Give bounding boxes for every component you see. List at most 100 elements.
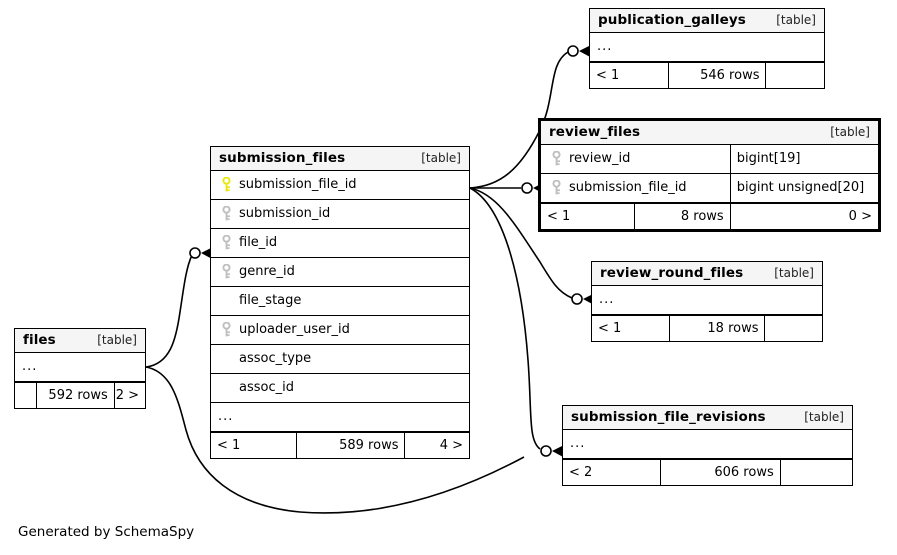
table-footer: < 1 8 rows 0 > bbox=[541, 203, 878, 229]
footer-children bbox=[764, 316, 822, 341]
column-assoc-id: assoc_id bbox=[211, 374, 469, 402]
footer-rowcount: 18 rows bbox=[669, 316, 764, 341]
table-row: genre_id bbox=[211, 258, 469, 287]
table-tag: [table] bbox=[97, 333, 137, 347]
table-row: submission_file_id bigint unsigned[20] bbox=[541, 174, 878, 203]
column-name: uploader_user_id bbox=[239, 322, 350, 337]
column-uploader-user-id: uploader_user_id bbox=[211, 316, 469, 344]
table-header: publication_galleys [table] bbox=[590, 9, 824, 33]
table-row: submission_id bbox=[211, 200, 469, 229]
footer-children bbox=[779, 460, 852, 485]
table-row: ... bbox=[590, 33, 824, 62]
column-name: file_stage bbox=[239, 293, 302, 308]
column-submission-file-id: submission_file_id bbox=[211, 171, 469, 199]
table-header: submission_files [table] bbox=[211, 147, 469, 171]
table-row: assoc_id bbox=[211, 374, 469, 403]
table-row: assoc_type bbox=[211, 345, 469, 374]
table-row: ... bbox=[563, 430, 852, 459]
table-title: publication_galleys bbox=[598, 12, 746, 28]
footer-children bbox=[765, 63, 824, 88]
footer-rowcount: 546 rows bbox=[668, 63, 765, 88]
column-file-stage: file_stage bbox=[211, 287, 469, 315]
table-row: file_stage bbox=[211, 287, 469, 316]
generated-by-caption: Generated by SchemaSpy bbox=[18, 524, 195, 540]
table-tag: [table] bbox=[804, 410, 844, 424]
table-submission-files[interactable]: submission_files [table] submission_file… bbox=[210, 146, 470, 459]
table-title: review_files bbox=[549, 124, 641, 140]
foreign-key-icon bbox=[218, 264, 235, 279]
foreign-key-icon bbox=[548, 180, 565, 195]
table-header: submission_file_revisions [table] bbox=[563, 406, 852, 430]
column-name: submission_id bbox=[239, 206, 331, 221]
edge-submission-files-submission-file-revisions-a bbox=[469, 187, 541, 450]
table-row: file_id bbox=[211, 229, 469, 258]
table-title: files bbox=[23, 332, 56, 348]
footer-parents bbox=[15, 383, 36, 408]
column-submission-id: submission_id bbox=[211, 200, 469, 228]
foreign-key-icon bbox=[218, 206, 235, 221]
footer-parents: < 1 bbox=[596, 67, 620, 83]
table-row: ... bbox=[592, 286, 822, 315]
column-genre-id: genre_id bbox=[211, 258, 469, 286]
table-header: review_round_files [table] bbox=[592, 262, 822, 286]
more-columns-ellipsis: ... bbox=[22, 359, 38, 374]
footer-children: 4 > bbox=[404, 433, 469, 458]
footer-parents: < 1 bbox=[217, 437, 241, 453]
table-title: submission_file_revisions bbox=[571, 409, 766, 425]
column-type: bigint[19] bbox=[729, 145, 878, 173]
table-tag: [table] bbox=[830, 125, 870, 139]
footer-parents: < 1 bbox=[547, 208, 571, 224]
edge-files-submission-files bbox=[145, 254, 193, 368]
table-row: ... bbox=[211, 403, 469, 432]
table-tag: [table] bbox=[774, 266, 814, 280]
footer-parents: < 1 bbox=[598, 320, 622, 336]
column-name: submission_file_id bbox=[239, 177, 357, 192]
column-assoc-type: assoc_type bbox=[211, 345, 469, 373]
table-footer: < 1 589 rows 4 > bbox=[211, 432, 469, 458]
table-row: review_id bigint[19] bbox=[541, 145, 878, 174]
table-submission-file-revisions[interactable]: submission_file_revisions [table] ... < … bbox=[562, 405, 853, 486]
foreign-key-icon bbox=[218, 322, 235, 337]
column-name: assoc_id bbox=[239, 380, 294, 395]
table-review-round-files[interactable]: review_round_files [table] ... < 1 18 ro… bbox=[591, 261, 823, 342]
footer-rowcount: 606 rows bbox=[659, 460, 780, 485]
more-columns-ellipsis: ... bbox=[599, 292, 615, 307]
column-name: submission_file_id bbox=[569, 180, 687, 195]
foreign-key-icon bbox=[218, 235, 235, 250]
table-row: ... bbox=[15, 353, 145, 382]
table-tag: [table] bbox=[776, 13, 816, 27]
column-review-id: review_id bbox=[541, 145, 730, 173]
foreign-key-icon bbox=[548, 151, 565, 166]
table-row: submission_file_id bbox=[211, 171, 469, 200]
table-title: review_round_files bbox=[600, 265, 744, 281]
table-footer: < 1 546 rows bbox=[590, 62, 824, 88]
footer-children: 0 > bbox=[729, 204, 878, 229]
table-header: files [table] bbox=[15, 329, 145, 353]
column-type: bigint unsigned[20] bbox=[729, 174, 878, 202]
column-name: genre_id bbox=[239, 264, 295, 279]
column-name: assoc_type bbox=[239, 351, 312, 366]
table-title: submission_files bbox=[219, 150, 346, 166]
column-submission-file-id: submission_file_id bbox=[541, 174, 730, 202]
table-publication-galleys[interactable]: publication_galleys [table] ... < 1 546 … bbox=[589, 8, 825, 89]
column-name: file_id bbox=[239, 235, 278, 250]
footer-children: 2 > bbox=[113, 383, 145, 408]
primary-key-icon bbox=[218, 177, 235, 192]
footer-rowcount: 592 rows bbox=[35, 383, 114, 408]
table-footer: 592 rows 2 > bbox=[15, 382, 145, 408]
table-review-files[interactable]: review_files [table] review_id bigint[19… bbox=[538, 118, 881, 232]
more-columns-ellipsis: ... bbox=[570, 436, 586, 451]
table-files[interactable]: files [table] ... 592 rows 2 > bbox=[14, 328, 146, 409]
table-footer: < 1 18 rows bbox=[592, 315, 822, 341]
more-columns-ellipsis: ... bbox=[218, 409, 234, 424]
footer-rowcount: 589 rows bbox=[296, 433, 404, 458]
column-file-id: file_id bbox=[211, 229, 469, 257]
table-header: review_files [table] bbox=[541, 121, 878, 145]
footer-parents: < 2 bbox=[569, 464, 593, 480]
table-footer: < 2 606 rows bbox=[563, 459, 852, 485]
table-row: uploader_user_id bbox=[211, 316, 469, 345]
column-name: review_id bbox=[569, 151, 631, 166]
more-columns-ellipsis: ... bbox=[597, 39, 613, 54]
footer-rowcount: 8 rows bbox=[633, 204, 730, 229]
